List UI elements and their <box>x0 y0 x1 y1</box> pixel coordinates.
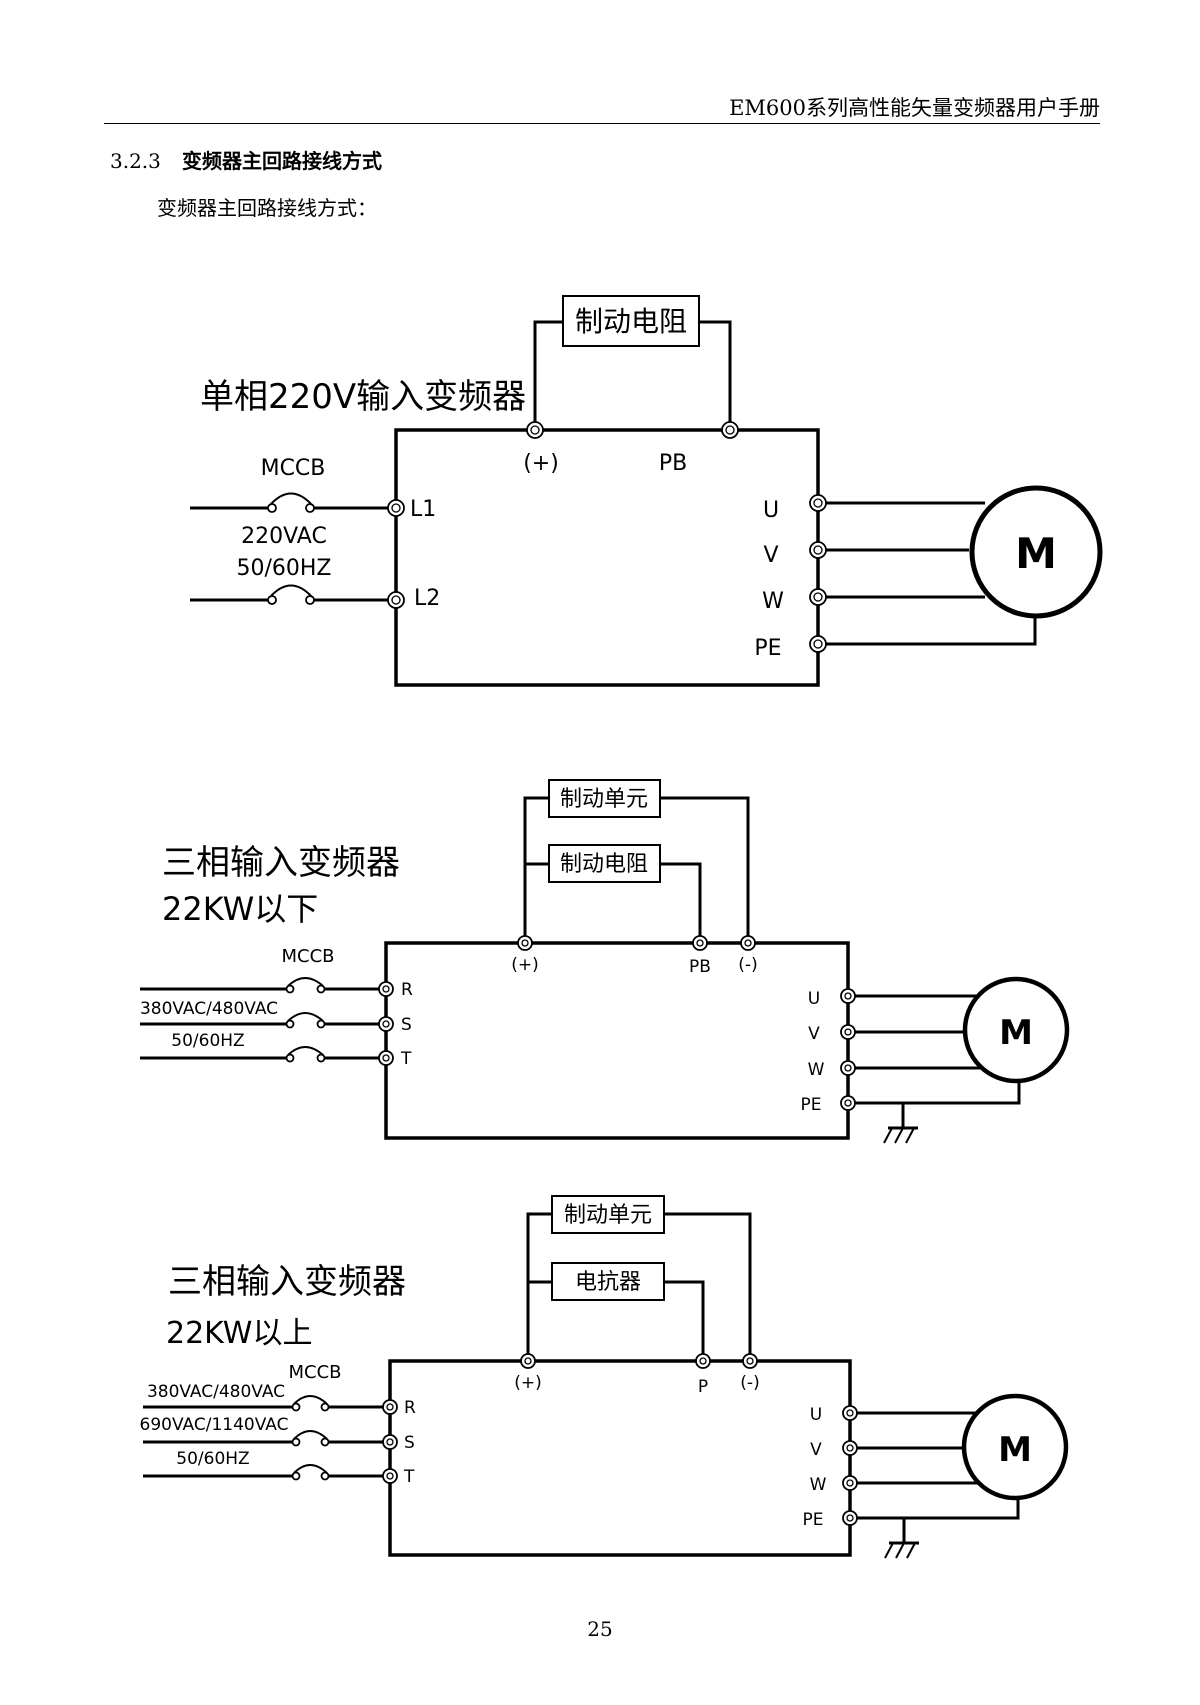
label-dc-plus-2: (+) <box>511 955 539 975</box>
reactor-label: 电抗器 <box>575 1270 641 1295</box>
supply-voltage-3a: 380VAC/480VAC <box>147 1382 285 1402</box>
terminal-pb <box>721 421 739 439</box>
label-pe: PE <box>754 636 781 661</box>
section-intro: 变频器主回路接线方式： <box>157 196 377 220</box>
label-w: W <box>762 589 784 614</box>
label-dc-minus-3: (-) <box>740 1373 759 1393</box>
label-r-3: R <box>404 1398 416 1418</box>
section-number: 3.2.3 <box>110 149 161 173</box>
supply-voltage-3b: 690VAC/1140VAC <box>140 1415 289 1435</box>
motor-1 <box>969 485 1103 619</box>
terminal-dc-plus <box>526 421 544 439</box>
diagram1-title: 单相220V输入变频器 <box>200 377 526 417</box>
braking-unit-label-3: 制动单元 <box>564 1203 652 1228</box>
diagram-single-phase: 单相220V输入变频器 制动电阻 (+) PB MCCB 220VAC 50/6… <box>190 295 1103 687</box>
breaker-label: MCCB <box>261 456 326 481</box>
breaker-label-3: MCCB <box>288 1362 341 1383</box>
label-pb: PB <box>659 451 687 476</box>
manual-title: EM600系列高性能矢量变频器用户手册 <box>729 96 1100 120</box>
motor-2 <box>962 976 1070 1084</box>
label-t-3: T <box>403 1467 415 1487</box>
terminal-pe <box>809 635 827 653</box>
ground-icon <box>883 1103 918 1144</box>
supply-voltage: 220VAC <box>241 524 327 549</box>
label-dc-minus-2: (-) <box>738 955 757 975</box>
label-pb-2: PB <box>689 957 711 977</box>
motor-3 <box>961 1393 1069 1501</box>
label-pe-2: PE <box>801 1095 822 1115</box>
diagram3-title-line1: 三相输入变频器 <box>168 1262 406 1302</box>
label-l1: L1 <box>410 497 436 522</box>
page-header: EM600系列高性能矢量变频器用户手册 <box>0 0 1200 130</box>
braking-resistor-label-2: 制动电阻 <box>560 852 648 877</box>
breaker-contact-1 <box>269 492 313 506</box>
label-u-3: U <box>810 1405 822 1425</box>
braking-unit-label: 制动单元 <box>560 787 648 812</box>
label-v-3: V <box>810 1440 822 1460</box>
section-heading: 3.2.3 变频器主回路接线方式 <box>110 145 382 174</box>
wire-dc-plus <box>533 320 563 430</box>
label-l2: L2 <box>414 586 440 611</box>
supply-frequency-2: 50/60HZ <box>171 1031 244 1051</box>
label-w-3: W <box>810 1475 827 1495</box>
drive-box-2 <box>384 941 850 1140</box>
label-t-2: T <box>400 1049 412 1069</box>
diagram-three-phase-above-22kw: 三相输入变频器 22KW以上 制动单元 电抗器 (+) P (-) MCCB 3… <box>140 1195 1069 1559</box>
label-p-3: P <box>698 1377 708 1397</box>
supply-frequency-3: 50/60HZ <box>176 1449 249 1469</box>
breaker-contact-2 <box>269 584 313 598</box>
braking-resistor-label: 制动电阻 <box>575 305 687 338</box>
page-number: 25 <box>587 1617 613 1641</box>
motor-2-label: M <box>999 1013 1033 1053</box>
ground-icon <box>884 1518 919 1559</box>
label-w-2: W <box>808 1060 825 1080</box>
terminal-u <box>809 494 827 512</box>
diagram3-title-line2: 22KW以上 <box>166 1316 312 1351</box>
terminal-v <box>809 541 827 559</box>
motor-1-label: M <box>1015 529 1057 578</box>
drive-box-3 <box>388 1359 852 1557</box>
header-rule <box>104 123 1100 124</box>
label-v-2: V <box>808 1024 820 1044</box>
section-title: 变频器主回路接线方式 <box>182 149 382 173</box>
label-v: V <box>763 543 778 568</box>
label-r-2: R <box>401 980 413 1000</box>
terminal-l1 <box>387 499 405 517</box>
diagram2-title-line1: 三相输入变频器 <box>162 843 400 883</box>
label-u: U <box>763 498 779 523</box>
supply-voltage-2: 380VAC/480VAC <box>140 999 278 1019</box>
motor-3-label: M <box>998 1430 1032 1470</box>
label-s-2: S <box>401 1015 412 1035</box>
label-s-3: S <box>404 1433 415 1453</box>
supply-frequency: 50/60HZ <box>236 556 331 581</box>
label-dc-plus-3: (+) <box>514 1373 542 1393</box>
label-dc-plus: (+) <box>523 451 559 476</box>
label-pe-3: PE <box>803 1510 824 1530</box>
label-u-2: U <box>808 989 820 1009</box>
wire-pb <box>699 320 732 430</box>
diagram-three-phase-below-22kw: 三相输入变频器 22KW以下 制动单元 制动电阻 (+) PB (-) MCCB… <box>140 779 1070 1144</box>
terminal-l2 <box>387 591 405 609</box>
terminal-w <box>809 588 827 606</box>
diagram2-title-line2: 22KW以下 <box>162 890 318 928</box>
breaker-label-2: MCCB <box>281 946 334 967</box>
